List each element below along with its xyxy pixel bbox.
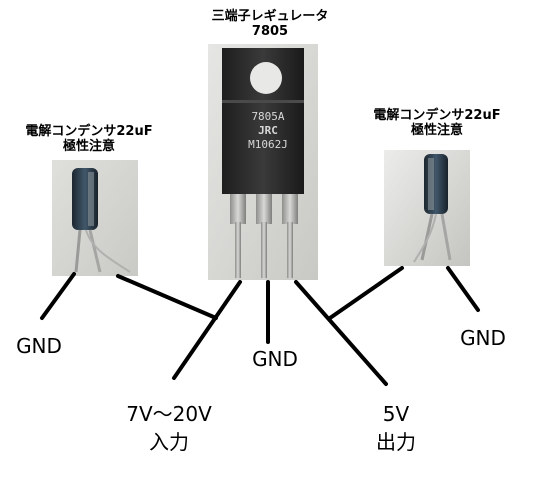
capacitor-right-title: 電解コンデンサ22uF 極性注意 bbox=[362, 108, 512, 138]
capacitor-left-title-line2: 極性注意 bbox=[62, 139, 115, 154]
output-voltage-label: 5V bbox=[382, 402, 410, 426]
capacitor-left-title: 電解コンデンサ22uF 極性注意 bbox=[14, 124, 164, 154]
regulator-marking: 7805A JRC M1062J bbox=[238, 110, 298, 152]
regulator-photo: 7805A JRC M1062J bbox=[208, 44, 318, 280]
input-label: 7V～20V 入力 bbox=[104, 402, 234, 454]
capacitor-right-title-line1: 電解コンデンサ22uF bbox=[373, 108, 501, 123]
input-voltage-label: 7V～20V bbox=[126, 402, 212, 426]
gnd-left-label: GND bbox=[16, 334, 62, 358]
regulator-title-text: 三端子レギュレータ bbox=[211, 9, 329, 24]
regulator-title: 三端子レギュレータ 7805 bbox=[195, 9, 345, 39]
regulator-marking-line1: 7805A bbox=[251, 110, 285, 123]
gnd-center-label: GND bbox=[252, 347, 298, 371]
input-text-label: 入力 bbox=[149, 430, 189, 454]
capacitor-right-title-line2: 極性注意 bbox=[410, 123, 463, 138]
capacitor-left-title-line1: 電解コンデンサ22uF bbox=[25, 124, 153, 139]
capacitor-right-photo bbox=[384, 150, 470, 266]
wire-output bbox=[294, 280, 388, 386]
regulator-part-number: 7805 bbox=[251, 24, 289, 39]
output-label: 5V 出力 bbox=[356, 402, 436, 454]
regulator-marking-line3: M1062J bbox=[248, 138, 288, 151]
wire-left-cap-gnd bbox=[40, 272, 76, 320]
wire-left-cap-plus bbox=[116, 274, 218, 320]
output-text-label: 出力 bbox=[376, 430, 416, 454]
gnd-right-label: GND bbox=[460, 326, 506, 350]
wire-right-cap-gnd bbox=[446, 266, 480, 312]
wire-input bbox=[172, 280, 242, 380]
regulator-marking-line2: JRC bbox=[258, 124, 278, 137]
capacitor-left-photo bbox=[52, 160, 138, 276]
wire-right-cap-plus bbox=[328, 266, 404, 320]
